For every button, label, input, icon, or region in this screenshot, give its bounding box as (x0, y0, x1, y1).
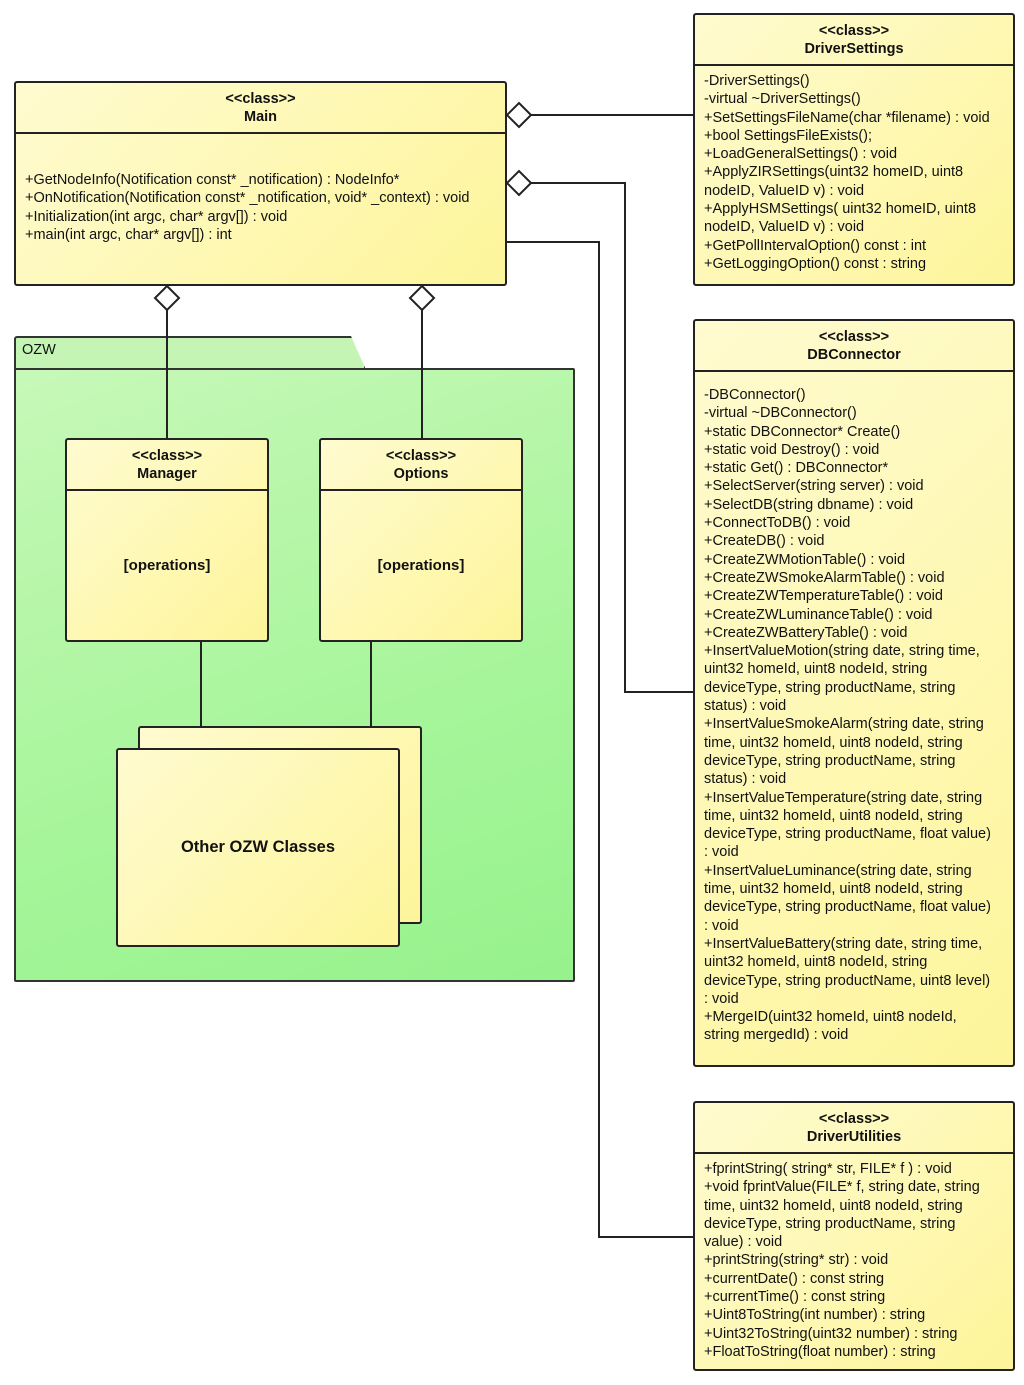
dbconnector-op: time, uint32 homeId, uint8 nodeId, strin… (704, 807, 963, 824)
dbconnector-op: +MergeID(uint32 homeId, uint8 nodeId, (704, 1009, 957, 1026)
main-dbconnector-link (531, 182, 694, 693)
dbconnector-op: +CreateZWLuminanceTable() : void (704, 606, 933, 623)
options-operations: [operations] (377, 557, 465, 574)
other-ozw-classes: Other OZW Classes (116, 748, 400, 947)
dbconnector-op: time, uint32 homeId, uint8 nodeId, strin… (704, 881, 963, 898)
driverutilities-op: +printString(string* str) : void (704, 1252, 889, 1269)
main-op: +GetNodeInfo(Notification const* _notifi… (25, 172, 400, 188)
dbconnector-op: +InsertValueTemperature(string date, str… (704, 789, 983, 806)
aggregation-diamond-manager (153, 284, 181, 312)
dbconnector-op: +SelectServer(string server) : void (704, 478, 924, 495)
driversettings-op: +ApplyZIRSettings(uint32 homeID, uint8 (704, 164, 964, 181)
driversettings-operations: -DriverSettings() -virtual ~DriverSettin… (695, 66, 1013, 273)
dbconnector-op: string mergedId) : void (704, 1027, 849, 1044)
dbconnector-op: +static void Destroy() : void (704, 441, 880, 458)
dbconnector-op: +CreateZWTemperatureTable() : void (704, 588, 943, 605)
main-op: +Initialization(int argc, char* argv[]) … (25, 208, 288, 225)
dbconnector-op: : void (704, 990, 739, 1007)
driversettings-op: +GetPollIntervalOption() const : int (704, 237, 927, 254)
driversettings-op: +bool SettingsFileExists(); (704, 127, 873, 144)
manager-class-name: Manager (137, 465, 197, 482)
dbconnector-op: deviceType, string productName, string (704, 752, 956, 769)
dbconnector-op: deviceType, string productName, float va… (704, 826, 991, 843)
dbconnector-op: +static Get() : DBConnector* (704, 460, 889, 477)
dbconnector-op: uint32 homeId, uint8 nodeId, string (704, 954, 928, 971)
dbconnector-op: +ConnectToDB() : void (704, 515, 851, 532)
main-driverutilities-link (507, 241, 694, 1238)
options-class: <<class>> Options [operations] (319, 438, 523, 642)
driverutilities-op: +fprintString( string* str, FILE* f ) : … (704, 1161, 952, 1177)
dbconnector-op: -virtual ~DBConnector() (704, 405, 857, 422)
driverutilities-class-name: DriverUtilities (806, 1128, 902, 1145)
other-ozw-classes-label: Other OZW Classes (180, 838, 336, 856)
driverutilities-op: +currentDate() : const string (704, 1270, 885, 1287)
aggregation-diamond-driversettings (505, 101, 533, 129)
driverutilities-class: <<class>> DriverUtilities +fprintString(… (693, 1101, 1015, 1371)
aggregation-diamond-options (408, 284, 436, 312)
driverutilities-operations: +fprintString( string* str, FILE* f ) : … (695, 1154, 1013, 1361)
manager-operations: [operations] (123, 557, 211, 574)
dbconnector-op: status) : void (704, 698, 787, 715)
dbconnector-operations: -DBConnector() -virtual ~DBConnector() +… (695, 372, 1013, 1045)
dbconnector-op: deviceType, string productName, uint8 le… (704, 972, 991, 989)
dbconnector-op: uint32 homeId, uint8 nodeId, string (704, 661, 928, 678)
dbconnector-op: +InsertValueLuminance(string date, strin… (704, 862, 972, 879)
driversettings-class: <<class>> DriverSettings -DriverSettings… (693, 13, 1015, 286)
dbconnector-op: +CreateDB() : void (704, 533, 825, 550)
dbconnector-op: deviceType, string productName, float va… (704, 899, 991, 916)
driversettings-op: nodeID, ValueID v) : void (704, 182, 865, 199)
ozw-package-tab (14, 336, 366, 370)
dbconnector-op: time, uint32 homeId, uint8 nodeId, strin… (704, 734, 963, 751)
main-op: +main(int argc, char* argv[]) : int (25, 226, 232, 243)
dbconnector-op: +SelectDB(string dbname) : void (704, 496, 914, 513)
ozw-package-label: OZW (22, 342, 56, 358)
dbconnector-op: +CreateZWSmokeAlarmTable() : void (704, 569, 945, 586)
dbconnector-op: : void (704, 917, 739, 934)
manager-class: <<class>> Manager [operations] (65, 438, 269, 642)
main-class-name: Main (243, 108, 278, 125)
driverutilities-op: +void fprintValue(FILE* f, string date, … (704, 1179, 980, 1196)
driversettings-op: -DriverSettings() (704, 73, 810, 89)
dbconnector-op: +CreateZWMotionTable() : void (704, 551, 906, 568)
aggregation-diamond-dbconnector (505, 169, 533, 197)
dbconnector-op: : void (704, 844, 739, 861)
driversettings-stereotype: <<class>> (818, 22, 890, 39)
dbconnector-stereotype: <<class>> (818, 328, 890, 345)
driversettings-op: -virtual ~DriverSettings() (704, 91, 861, 108)
dbconnector-op: +static DBConnector* Create() (704, 423, 901, 440)
dbconnector-op: +InsertValueBattery(string date, string … (704, 935, 983, 952)
manager-stereotype: <<class>> (131, 447, 203, 464)
driversettings-op: +ApplyHSMSettings( uint32 homeID, uint8 (704, 201, 977, 218)
driversettings-op: nodeID, ValueID v) : void (704, 219, 865, 236)
main-op: +OnNotification(Notification const* _not… (25, 190, 470, 207)
dbconnector-op: +InsertValueMotion(string date, string t… (704, 643, 980, 660)
driverutilities-op: time, uint32 homeId, uint8 nodeId, strin… (704, 1197, 963, 1214)
dbconnector-op: deviceType, string productName, string (704, 679, 956, 696)
driverutilities-op: +Uint8ToString(int number) : string (704, 1307, 926, 1324)
driverutilities-op: deviceType, string productName, string (704, 1215, 956, 1232)
driversettings-class-name: DriverSettings (804, 40, 904, 57)
driverutilities-op: +FloatToString(float number) : string (704, 1343, 936, 1360)
main-class: <<class>> Main +GetNodeInfo(Notification… (14, 81, 507, 286)
driverutilities-op: +currentTime() : const string (704, 1289, 886, 1306)
dbconnector-op: status) : void (704, 771, 787, 788)
driversettings-op: +LoadGeneralSettings() : void (704, 146, 898, 163)
driversettings-op: +SetSettingsFileName(char *filename) : v… (704, 109, 990, 126)
driverutilities-op: +Uint32ToString(uint32 number) : string (704, 1325, 958, 1342)
driverutilities-stereotype: <<class>> (818, 1110, 890, 1127)
options-class-name: Options (393, 465, 449, 482)
options-stereotype: <<class>> (385, 447, 457, 464)
main-operations: +GetNodeInfo(Notification const* _notifi… (16, 134, 505, 244)
main-stereotype: <<class>> (225, 90, 296, 107)
driverutilities-op: value) : void (704, 1234, 783, 1251)
driversettings-op: +GetLoggingOption() const : string (704, 255, 927, 272)
dbconnector-op: +InsertValueSmokeAlarm(string date, stri… (704, 716, 984, 733)
dbconnector-class: <<class>> DBConnector -DBConnector() -vi… (693, 319, 1015, 1067)
dbconnector-op: -DBConnector() (704, 387, 806, 403)
dbconnector-op: +CreateZWBatteryTable() : void (704, 624, 908, 641)
dbconnector-class-name: DBConnector (807, 346, 901, 363)
